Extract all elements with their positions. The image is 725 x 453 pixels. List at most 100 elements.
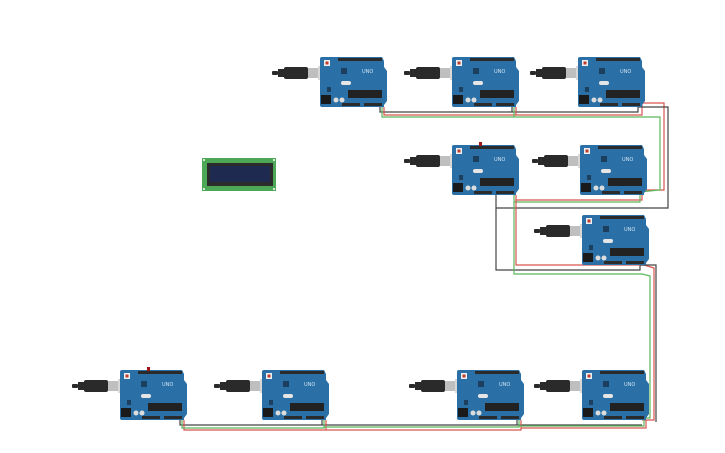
analog-header [501, 416, 519, 419]
power-header [474, 103, 492, 106]
board-label: UNO [499, 382, 510, 388]
boards-layer: UNO UNO UNO UNO UNO UNO UNO UNO UNO UNO [72, 57, 649, 420]
arduino-uno-board[interactable]: UNO [534, 215, 649, 265]
digital-header [475, 371, 519, 374]
analog-header [306, 416, 324, 419]
power-header [142, 416, 160, 419]
digital-header [338, 58, 382, 61]
wire-gnd[interactable] [495, 208, 641, 271]
power-header [602, 191, 620, 194]
digital-header [138, 371, 182, 374]
wire-red[interactable] [183, 420, 647, 431]
arduino-uno-board[interactable]: UNO [534, 370, 649, 420]
wire-red[interactable] [515, 200, 655, 421]
wires-layer [179, 102, 669, 431]
wire-green[interactable] [181, 420, 645, 429]
arduino-uno-board[interactable]: UNO [404, 57, 519, 107]
analog-header [496, 103, 514, 106]
power-header [479, 416, 497, 419]
wire-green[interactable] [513, 195, 641, 203]
power-header [342, 103, 360, 106]
atmega-chip [348, 90, 382, 98]
usb-cable[interactable] [404, 66, 460, 80]
wire-red[interactable] [383, 102, 665, 191]
power-jack [579, 95, 589, 104]
board-label: UNO [362, 69, 373, 75]
atmega-chip [480, 178, 514, 186]
board-label: UNO [304, 382, 315, 388]
analog-header [626, 416, 644, 419]
atmega-chip [610, 403, 644, 411]
usb-cable[interactable] [534, 224, 590, 238]
usb-cable[interactable] [214, 379, 270, 393]
atmega-chip [485, 403, 519, 411]
power-header [284, 416, 302, 419]
analog-header [164, 416, 182, 419]
board-label: UNO [624, 382, 635, 388]
power-header [604, 416, 622, 419]
digital-header [280, 371, 324, 374]
usb-cable[interactable] [532, 154, 588, 168]
power-jack [583, 408, 593, 417]
arduino-uno-board[interactable]: UNO [214, 370, 329, 420]
power-jack [458, 408, 468, 417]
power-jack [581, 183, 591, 192]
atmega-chip [480, 90, 514, 98]
arduino-uno-board[interactable]: UNO [272, 57, 387, 107]
usb-cable[interactable] [530, 66, 586, 80]
power-jack [453, 183, 463, 192]
analog-header [496, 191, 514, 194]
arduino-uno-board[interactable]: UNO [409, 370, 524, 420]
power-header [474, 191, 492, 194]
atmega-chip [606, 90, 640, 98]
atmega-chip [610, 248, 644, 256]
lcd-screen [210, 166, 270, 182]
usb-cable[interactable] [534, 379, 590, 393]
digital-header [470, 58, 514, 61]
power-header [604, 261, 622, 264]
usb-cable[interactable] [404, 154, 460, 168]
power-jack [453, 95, 463, 104]
board-label: UNO [624, 227, 635, 233]
lcd-display[interactable] [202, 158, 276, 191]
digital-header [598, 146, 642, 149]
usb-cable[interactable] [72, 379, 128, 393]
power-jack [121, 408, 131, 417]
wire-green[interactable] [513, 202, 651, 419]
board-label: UNO [494, 69, 505, 75]
arduino-uno-board[interactable]: UNO [530, 57, 645, 107]
power-jack [321, 95, 331, 104]
atmega-chip [608, 178, 642, 186]
wire-red[interactable] [515, 195, 643, 201]
analog-header [626, 261, 644, 264]
power-header [600, 103, 618, 106]
digital-header [600, 371, 644, 374]
board-label: UNO [622, 157, 633, 163]
board-label: UNO [620, 69, 631, 75]
digital-header [596, 58, 640, 61]
atmega-chip [148, 403, 182, 411]
board-label: UNO [162, 382, 173, 388]
led-indicator [147, 367, 150, 371]
arduino-uno-board[interactable]: UNO [532, 145, 647, 195]
digital-header [600, 216, 644, 219]
arduino-uno-board[interactable]: UNO [404, 142, 519, 195]
usb-cable[interactable] [409, 379, 465, 393]
usb-cable[interactable] [272, 66, 328, 80]
power-jack [583, 253, 593, 262]
wire-gnd[interactable] [179, 420, 642, 426]
lcd-layer [202, 158, 276, 191]
analog-header [364, 103, 382, 106]
led-indicator [479, 142, 482, 146]
wire-gnd[interactable] [495, 106, 669, 209]
digital-header [470, 146, 514, 149]
analog-header [622, 103, 640, 106]
arduino-uno-board[interactable]: UNO [72, 367, 187, 420]
wire-green[interactable] [381, 107, 661, 193]
board-label: UNO [494, 157, 505, 163]
wire-gnd[interactable] [379, 107, 639, 113]
power-jack [263, 408, 273, 417]
analog-header [624, 191, 642, 194]
atmega-chip [290, 403, 324, 411]
